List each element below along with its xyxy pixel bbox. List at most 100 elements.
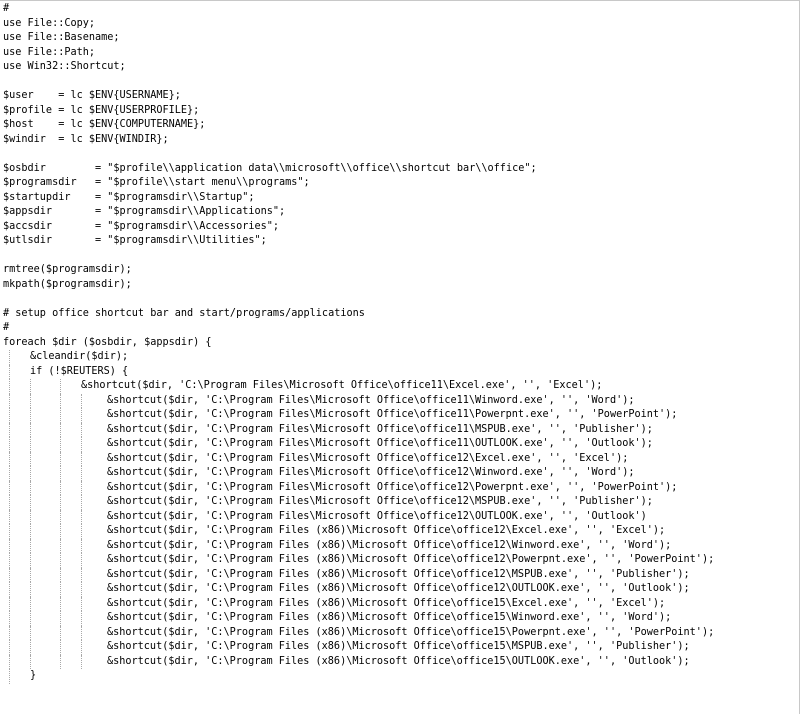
code-line-text: &shortcut($dir, 'C:\Program Files (x86)\… (107, 583, 690, 594)
indent-guide (30, 582, 31, 597)
code-line[interactable]: &shortcut($dir, 'C:\Program Files (x86)\… (3, 611, 799, 626)
code-line-text: $accsdir = "$programsdir\\Accessories"; (3, 220, 280, 232)
code-line[interactable]: rmtree($programsdir); (3, 263, 799, 278)
code-line[interactable]: if (!$REUTERS) { (3, 364, 799, 379)
code-line[interactable] (3, 292, 799, 307)
indent-guide (81, 466, 82, 481)
code-line[interactable]: &shortcut($dir, 'C:\Program Files\Micros… (3, 480, 799, 495)
code-line[interactable]: &shortcut($dir, 'C:\Program Files\Micros… (3, 495, 799, 510)
indent-guide (60, 640, 61, 655)
code-line-text: if (!$REUTERS) { (30, 365, 129, 377)
code-line-text: &shortcut($dir, 'C:\Program Files\Micros… (107, 452, 629, 464)
code-line[interactable]: $accsdir = "$programsdir\\Accessories"; (3, 220, 799, 235)
code-line[interactable]: use File::Copy; (3, 17, 799, 32)
code-line[interactable]: $host = lc $ENV{COMPUTERNAME}; (3, 118, 799, 133)
code-line[interactable]: &shortcut($dir, 'C:\Program Files (x86)\… (3, 640, 799, 655)
code-line[interactable]: &shortcut($dir, 'C:\Program Files\Micros… (3, 422, 799, 437)
indent-guide (9, 524, 10, 539)
code-line[interactable]: $windir = lc $ENV{WINDIR}; (3, 133, 799, 148)
code-line[interactable]: &shortcut($dir, 'C:\Program Files\Micros… (3, 437, 799, 452)
code-line[interactable]: # (3, 321, 799, 336)
indent-guide (60, 625, 61, 640)
code-line[interactable]: $user = lc $ENV{USERNAME}; (3, 89, 799, 104)
indent-guide (30, 451, 31, 466)
code-line[interactable]: } (3, 669, 799, 684)
indent-guide (81, 495, 82, 510)
indent-guide (60, 480, 61, 495)
code-line[interactable]: &shortcut($dir, 'C:\Program Files\Micros… (3, 379, 799, 394)
code-line[interactable]: &shortcut($dir, 'C:\Program Files (x86)\… (3, 567, 799, 582)
indent-guide (30, 408, 31, 423)
indent-guide (81, 567, 82, 582)
indent-guide (9, 466, 10, 481)
code-line[interactable]: $profile = lc $ENV{USERPROFILE}; (3, 104, 799, 119)
indent-guide (60, 596, 61, 611)
code-line-text: &shortcut($dir, 'C:\Program Files (x86)\… (107, 597, 666, 609)
code-line[interactable]: use Win32::Shortcut; (3, 60, 799, 75)
code-line[interactable]: &shortcut($dir, 'C:\Program Files (x86)\… (3, 625, 799, 640)
indent-guide (9, 350, 10, 365)
code-line-text: &cleandir($dir); (30, 351, 129, 362)
indent-guide (9, 451, 10, 466)
code-line[interactable]: &shortcut($dir, 'C:\Program Files (x86)\… (3, 596, 799, 611)
code-line[interactable]: $osbdir = "$profile\\application data\\m… (3, 162, 799, 177)
code-line[interactable] (3, 75, 799, 90)
code-line-text: &shortcut($dir, 'C:\Program Files\Micros… (107, 496, 653, 507)
code-line[interactable]: &shortcut($dir, 'C:\Program Files (x86)\… (3, 654, 799, 669)
code-line[interactable]: &shortcut($dir, 'C:\Program Files\Micros… (3, 509, 799, 524)
code-line[interactable]: $appsdir = "$programsdir\\Applications"; (3, 205, 799, 220)
code-line[interactable]: &shortcut($dir, 'C:\Program Files (x86)\… (3, 524, 799, 539)
code-line[interactable]: &shortcut($dir, 'C:\Program Files (x86)\… (3, 553, 799, 568)
code-line[interactable]: &shortcut($dir, 'C:\Program Files\Micros… (3, 451, 799, 466)
indent-guide (9, 437, 10, 452)
indent-guide (81, 625, 82, 640)
code-line-text: use File::Basename; (3, 32, 120, 43)
code-line-text: use File::Path; (3, 46, 96, 58)
code-line[interactable]: &shortcut($dir, 'C:\Program Files (x86)\… (3, 582, 799, 597)
code-line-text: use Win32::Shortcut; (3, 61, 126, 72)
code-line[interactable]: foreach $dir ($osbdir, $appsdir) { (3, 336, 799, 351)
indent-guide (9, 509, 10, 524)
indent-guide (30, 596, 31, 611)
code-line[interactable]: use File::Path; (3, 46, 799, 61)
indent-guide (9, 640, 10, 655)
code-line[interactable]: # setup office shortcut bar and start/pr… (3, 307, 799, 322)
code-line-text: $startupdir = "$programsdir\\Startup"; (3, 191, 255, 203)
code-line[interactable]: # (3, 2, 799, 17)
code-line-text: $appsdir = "$programsdir\\Applications"; (3, 206, 286, 217)
indent-guide (9, 495, 10, 510)
indent-guide (81, 393, 82, 408)
code-line[interactable] (3, 249, 799, 264)
code-line[interactable]: $utlsdir = "$programsdir\\Utilities"; (3, 234, 799, 249)
code-line[interactable]: &shortcut($dir, 'C:\Program Files\Micros… (3, 466, 799, 481)
indent-guide (60, 437, 61, 452)
indent-guide (81, 553, 82, 568)
indent-guide (30, 553, 31, 568)
indent-guide (60, 408, 61, 423)
indent-guide (60, 495, 61, 510)
indent-guide (30, 437, 31, 452)
code-line-text: $host = lc $ENV{COMPUTERNAME}; (3, 119, 206, 130)
code-line[interactable]: &shortcut($dir, 'C:\Program Files\Micros… (3, 408, 799, 423)
indent-guide (60, 582, 61, 597)
code-line-text: &shortcut($dir, 'C:\Program Files\Micros… (107, 438, 653, 449)
indent-guide (30, 611, 31, 626)
code-line[interactable]: &shortcut($dir, 'C:\Program Files\Micros… (3, 393, 799, 408)
code-line[interactable]: &shortcut($dir, 'C:\Program Files (x86)\… (3, 538, 799, 553)
indent-guide (81, 654, 82, 669)
code-line[interactable]: &cleandir($dir); (3, 350, 799, 365)
code-line[interactable]: mkpath($programsdir); (3, 278, 799, 293)
indent-guide (81, 451, 82, 466)
indent-guide (81, 408, 82, 423)
indent-guide (60, 524, 61, 539)
code-line[interactable]: use File::Basename; (3, 31, 799, 46)
indent-guide (9, 611, 10, 626)
code-line[interactable]: $programsdir = "$profile\\start menu\\pr… (3, 176, 799, 191)
code-line[interactable] (3, 147, 799, 162)
indent-guide (9, 654, 10, 669)
indent-guide (60, 393, 61, 408)
code-line-text: &shortcut($dir, 'C:\Program Files (x86)\… (107, 641, 690, 652)
code-line-text: &shortcut($dir, 'C:\Program Files (x86)\… (107, 612, 672, 623)
code-line[interactable]: $startupdir = "$programsdir\\Startup"; (3, 191, 799, 206)
